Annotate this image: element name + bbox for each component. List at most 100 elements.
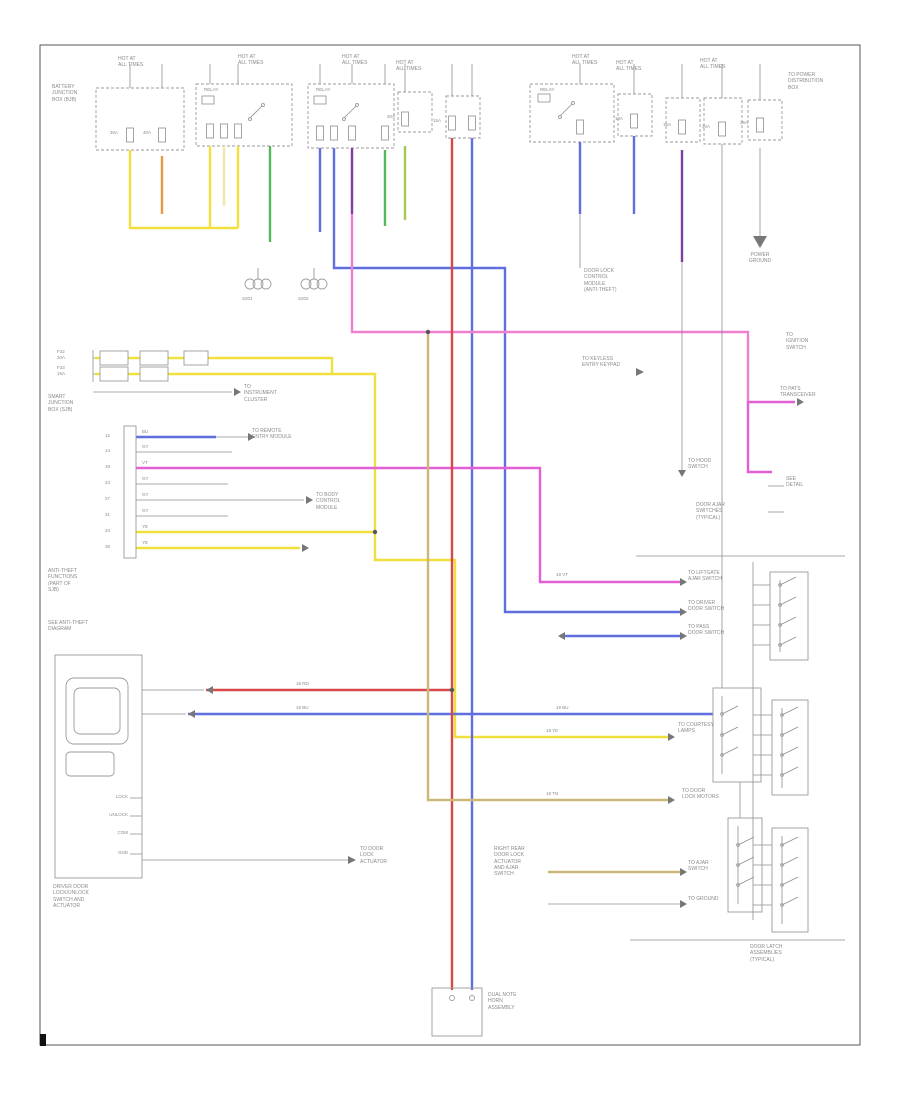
blue-wire-code-2: 18 BU bbox=[556, 705, 569, 710]
switch-pin-gnd: GND bbox=[118, 850, 128, 855]
door-lock-module-label: DOOR LOCK CONTROL MODULE (ANTI-THEFT) bbox=[584, 268, 617, 293]
fuse-label-h: 15A bbox=[663, 122, 672, 127]
hot-label-7: HOT AT ALL TIMES bbox=[700, 58, 726, 71]
pin-7: 34 bbox=[104, 528, 110, 533]
wire-magenta-main bbox=[136, 466, 680, 584]
relay-icon bbox=[201, 93, 575, 121]
wire-code-4: GY bbox=[142, 476, 149, 481]
red-wire-code: 18 RD bbox=[296, 681, 309, 686]
actuator-destination: TO DOOR LOCK ACTUATOR bbox=[360, 846, 388, 865]
ground-icon bbox=[753, 236, 767, 248]
hot-label-4: HOT AT ALL TIMES bbox=[396, 60, 422, 73]
hot-label-1: HOT AT ALL TIMES bbox=[118, 56, 144, 69]
fuse-label-a: 30A bbox=[110, 130, 119, 135]
fuse-label-e: 15A bbox=[433, 118, 442, 123]
tan-wire-code: 18 TN bbox=[546, 791, 559, 796]
switch-pin-com: COM bbox=[117, 830, 129, 835]
pin-8: 36 bbox=[104, 544, 110, 549]
top-fuse-relay-boxes bbox=[95, 64, 783, 151]
arrows bbox=[188, 236, 804, 908]
yellow-wire-code: 18 YE bbox=[546, 728, 559, 733]
hot-label-6: HOT AT ALL TIMES bbox=[616, 60, 642, 73]
wire-code-2: GY bbox=[142, 444, 149, 449]
switch-icon bbox=[720, 576, 799, 924]
fuse-icons bbox=[126, 111, 764, 143]
page-frame bbox=[39, 44, 861, 1046]
band-fuse-1: F32 20A bbox=[57, 349, 66, 360]
courtesy-destination: TO COURTESY LAMPS bbox=[678, 722, 714, 735]
relay-label-1: RELAY bbox=[204, 87, 219, 92]
wire-code-5: GY bbox=[142, 492, 149, 497]
pin-6: 31 bbox=[104, 512, 110, 517]
relay-label-3: RELAY bbox=[540, 87, 555, 92]
power-ground-label: POWER GROUND bbox=[748, 252, 772, 265]
pin-5: 27 bbox=[104, 496, 110, 501]
pin-3: 19 bbox=[104, 464, 110, 469]
pin-2: 14 bbox=[104, 448, 110, 453]
fuse-label-i: 20A bbox=[702, 124, 711, 129]
pass-door-destination: TO PASS DOOR SWITCH bbox=[688, 624, 725, 637]
wire-blue-door bbox=[332, 148, 680, 614]
inline-connector-boxes bbox=[99, 350, 209, 382]
fuse-label-j: 25A bbox=[740, 120, 749, 125]
liftgate-destination: TO LIFTGATE AJAR SWITCH bbox=[688, 570, 722, 583]
wire-code-6: GY bbox=[142, 508, 149, 513]
ignition-destination: TO IGNITION SWITCH bbox=[786, 332, 809, 351]
wire-code-7: YE bbox=[142, 524, 149, 529]
lock-switch-box bbox=[54, 654, 143, 879]
binding-tick bbox=[40, 1034, 46, 1046]
ajar-destination: TO AJAR SWITCH bbox=[688, 860, 709, 873]
lock-switch-label: DRIVER DOOR LOCK/UNLOCK SWITCH AND ACTUA… bbox=[53, 884, 89, 909]
row1-destination: TO REMOTE ENTRY MODULE bbox=[252, 428, 292, 441]
keypad-destination: TO KEYLESS ENTRY KEYPAD bbox=[582, 356, 621, 369]
fuse-label-b: 40A bbox=[143, 130, 152, 135]
lock-motors-destination: TO DOOR LOCK MOTORS bbox=[682, 788, 719, 801]
wire-pink bbox=[350, 214, 750, 402]
latch-assemblies-note: DOOR LATCH ASSEMBLIES (TYPICAL) bbox=[750, 944, 783, 963]
blue-wire-code-1: 18 BU bbox=[296, 705, 309, 710]
hot-label-5: HOT AT ALL TIMES bbox=[572, 54, 598, 67]
top-right-destination: TO POWER DISTRIBUTION BOX bbox=[788, 72, 824, 91]
switch-pin-unlock: UNLOCK bbox=[109, 812, 128, 817]
wire-tan-main bbox=[426, 332, 668, 802]
ground-destination: TO GROUND bbox=[688, 896, 719, 902]
hot-label-3: HOT AT ALL TIMES bbox=[342, 54, 368, 67]
fuse-label-g: 10A bbox=[615, 116, 624, 121]
wire-yellow-band-1 bbox=[95, 356, 334, 374]
violet-wire-code: 18 VT bbox=[556, 572, 569, 577]
see-note: SEE ANTI-THEFT DIAGRAM bbox=[48, 620, 89, 633]
band-fuse-2: F33 15A bbox=[57, 365, 66, 376]
pin-1: 12 bbox=[104, 433, 110, 438]
wire-yellow-top bbox=[128, 150, 238, 230]
ipc-destination: TO INSTRUMENT CLUSTER bbox=[244, 384, 277, 403]
splice-icon bbox=[244, 278, 328, 290]
wire-magenta-right bbox=[746, 400, 795, 474]
sjb-functions-label: ANTI-THEFT FUNCTIONS (PART OF SJB) bbox=[48, 568, 78, 593]
horn-box bbox=[431, 987, 483, 1037]
wire-code-3: VT bbox=[142, 460, 148, 465]
horn-label: DUAL NOTE HORN ASSEMBLY bbox=[488, 992, 517, 1011]
door-latch-boxes bbox=[712, 571, 809, 933]
gray-conductors bbox=[92, 144, 845, 941]
wires bbox=[95, 136, 795, 990]
pin-4: 23 bbox=[104, 480, 110, 485]
hood-switch-destination: TO HOOD SWITCH bbox=[688, 458, 712, 471]
sjb-label: SMART JUNCTION BOX (SJB) bbox=[48, 394, 74, 413]
bjb-label: BATTERY JUNCTION BOX (BJB) bbox=[52, 84, 78, 103]
bcm-destination: TO BODY CONTROL MODULE bbox=[316, 492, 341, 511]
wire-code-1: BU bbox=[142, 429, 149, 434]
wire-yellow-main bbox=[95, 372, 668, 739]
splice-1-label: S201 bbox=[242, 296, 253, 301]
switch-pin-lock: LOCK bbox=[115, 794, 128, 799]
power-feed-stubs bbox=[129, 64, 761, 100]
rr-actuator-label: RIGHT REAR DOOR LOCK ACTUATOR AND AJAR S… bbox=[494, 846, 525, 877]
relay-label-2: RELAY bbox=[316, 87, 331, 92]
pats-destination: TO PATS TRANSCEIVER bbox=[780, 386, 816, 399]
fuse-label-d: 20A bbox=[387, 114, 396, 119]
ajar-switch-note: DOOR AJAR SWITCHES (TYPICAL) bbox=[696, 502, 725, 521]
wire-code-8: YE bbox=[142, 540, 149, 545]
hot-label-2: HOT AT ALL TIMES bbox=[238, 54, 264, 67]
see-detail-note: SEE DETAIL bbox=[786, 476, 804, 489]
